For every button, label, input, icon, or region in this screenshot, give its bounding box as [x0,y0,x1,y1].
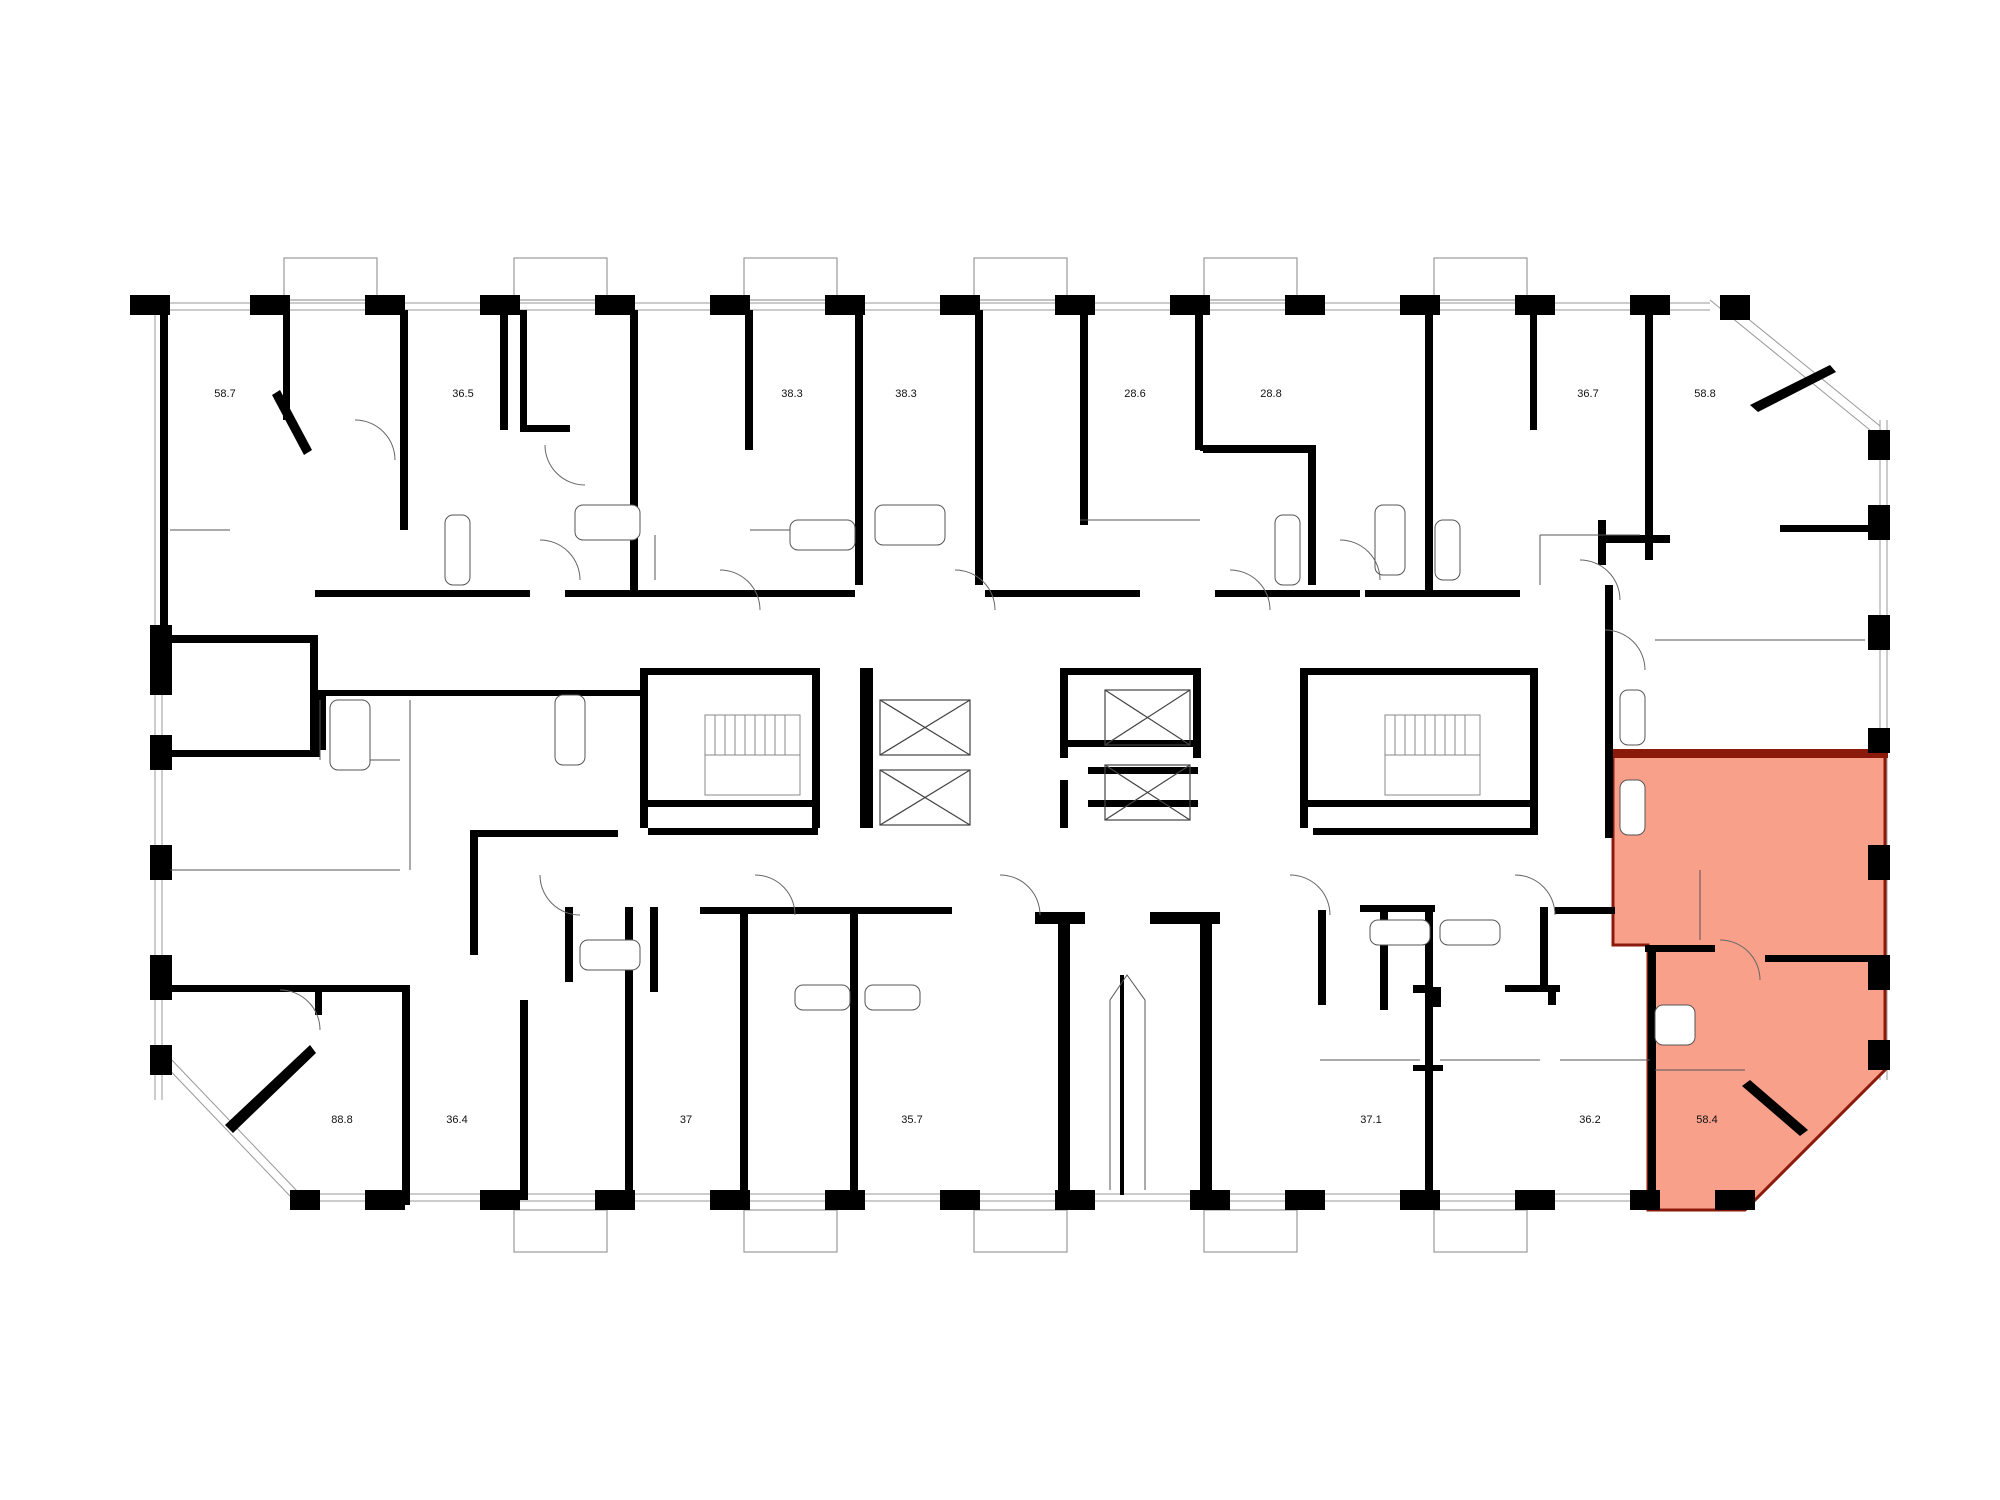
area-label-t3: 38.3 [781,388,802,400]
area-label-b3: 37 [680,1114,692,1126]
area-label-t6: 28.8 [1260,388,1281,400]
structural-walls [130,295,1890,1210]
selected-apartment[interactable] [1605,749,1888,1212]
area-label-b2: 36.4 [446,1114,467,1126]
area-label-t1: 58.7 [214,388,235,400]
shaft [1109,974,1146,1190]
fixtures [329,504,1696,1046]
area-labels: 58.7 36.5 38.3 38.3 28.6 28.8 36.7 58.8 … [214,388,1717,1126]
area-label-b5: 37.1 [1360,1114,1381,1126]
area-label-t7: 36.7 [1577,388,1598,400]
selected-apartment-area[interactable] [1611,751,1887,1212]
doors [279,419,1761,1031]
area-label-t2: 36.5 [452,388,473,400]
area-label-b6: 36.2 [1579,1114,1600,1126]
balconies-top [283,257,1528,301]
area-label-b4: 35.7 [901,1114,922,1126]
balconies-bottom [513,1209,1528,1253]
area-label-t5: 28.6 [1124,388,1145,400]
area-label-b1: 88.8 [331,1114,352,1126]
area-label-t4: 38.3 [895,388,916,400]
stairs [704,714,1481,796]
area-label-t8: 58.8 [1694,388,1715,400]
elevators [879,689,1191,826]
selected-apartment-area-label: 58.4 [1696,1114,1717,1126]
